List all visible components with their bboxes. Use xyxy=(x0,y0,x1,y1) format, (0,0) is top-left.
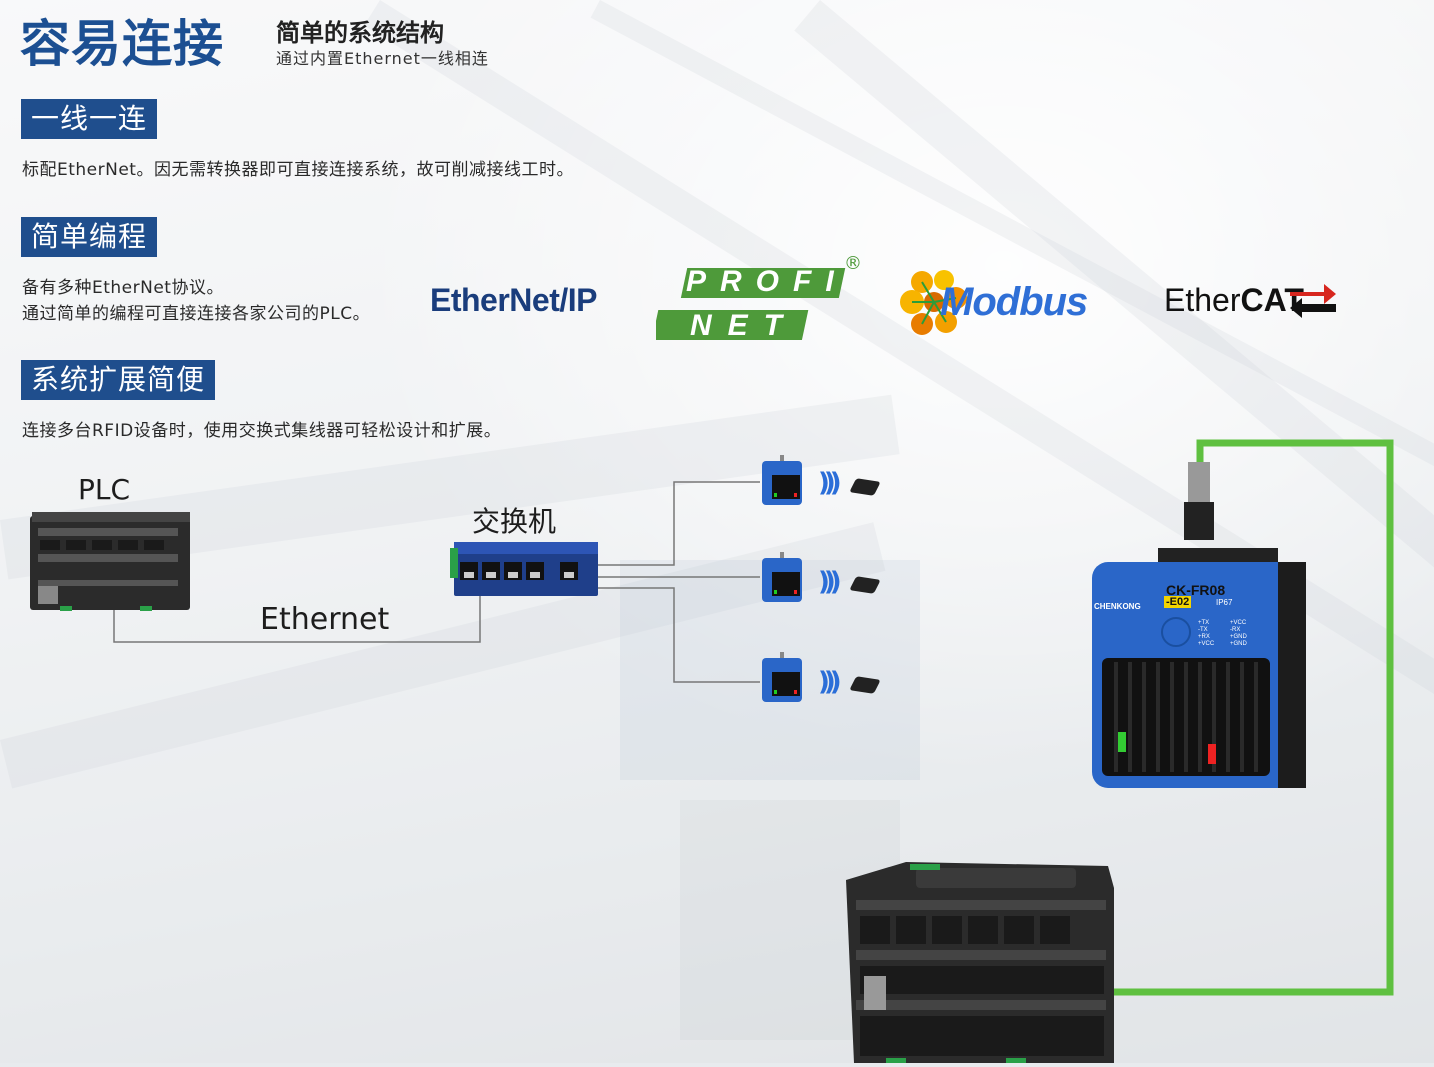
pin-label: +GND xyxy=(1230,634,1247,640)
modbus-text: Modbus xyxy=(940,280,1088,324)
subtitle-block: 简单的系统结构 通过内置Ethernet一线相连 xyxy=(276,18,489,70)
desc-line-2: 通过简单的编程可直接连接各家公司的PLC。 xyxy=(22,304,371,324)
ethernet-label: Ethernet xyxy=(260,602,390,637)
rfid-pin-list-2: +VCC -RX +GND +GND xyxy=(1230,620,1247,648)
rfid-brand-text: CHENKONG xyxy=(1094,602,1141,611)
pin-label: +VCC xyxy=(1230,620,1247,626)
switch-label: 交换机 xyxy=(472,505,557,538)
rfid-reader-large-shape xyxy=(1092,462,1306,788)
profinet-logo: PROFI NET ® xyxy=(651,253,866,347)
rfid-suffix-text: -E02 xyxy=(1164,596,1192,608)
wireless-waves-icon: ))) xyxy=(818,667,842,697)
rfid-reader-large-image: CK-FR08 -E02 IP67 CHENKONG +TX -TX +RX +… xyxy=(1088,462,1310,792)
desc-line-1: 备有多种EtherNet协议。 xyxy=(22,278,224,298)
plc-device-image xyxy=(30,510,192,612)
plc-device-shape xyxy=(30,512,190,611)
modbus-logo: Modbus xyxy=(900,268,1130,340)
rfid-reader-small-shape xyxy=(762,552,802,602)
rfid-pin-list: +TX -TX +RX +VCC xyxy=(1198,620,1214,648)
wireless-waves-icon: ))) xyxy=(818,567,842,597)
badge-easy-expansion: 系统扩展简便 xyxy=(21,360,216,400)
ethercat-text-cat: CAT xyxy=(1240,282,1304,318)
profinet-top-text: PROFI xyxy=(686,265,848,298)
desc-easy-expansion: 连接多台RFID设备时，使用交换式集线器可轻松设计和扩展。 xyxy=(22,421,502,441)
plc-large-shape xyxy=(846,862,1114,1063)
rfid-reader-small-shape xyxy=(762,652,802,702)
pin-label: -TX xyxy=(1198,627,1208,633)
pin-label: -RX xyxy=(1230,627,1241,633)
modbus-flower-icon xyxy=(900,270,967,335)
registered-mark: ® xyxy=(844,253,862,274)
subtitle: 简单的系统结构 xyxy=(276,19,444,47)
profinet-bottom-text: NET xyxy=(690,309,798,342)
pin-label: +TX xyxy=(1198,620,1210,626)
pin-label: +RX xyxy=(1198,634,1210,640)
pin-label: +VCC xyxy=(1198,641,1215,647)
main-title: 容易连接 xyxy=(20,15,224,73)
pin-label: +GND xyxy=(1230,641,1247,647)
rfid-ip-text: IP67 xyxy=(1216,598,1233,607)
plc-large-image xyxy=(846,860,1116,1063)
ethercat-arrow-icon xyxy=(1290,284,1336,318)
ethernetip-logo: EtherNet/IP xyxy=(430,282,597,318)
switch-device-image xyxy=(450,538,600,598)
rfid-reader-small-1 xyxy=(760,455,804,507)
plc-label: PLC xyxy=(78,473,131,506)
rfid-reader-small-2 xyxy=(760,552,804,604)
desc-one-cable: 标配EtherNet。因无需转换器即可直接连接系统，故可削减接线工时。 xyxy=(22,160,574,180)
ethercat-text-ether: Ether xyxy=(1164,282,1241,318)
switch-device-shape xyxy=(450,542,598,596)
badge-easy-programming: 简单编程 xyxy=(21,217,158,257)
profinet-logo-shape xyxy=(651,268,846,340)
rfid-reader-small-3 xyxy=(760,652,804,704)
badge-one-cable: 一线一连 xyxy=(21,99,158,139)
wireless-waves-icon: ))) xyxy=(818,468,842,498)
rfid-model-text: CK-FR08 xyxy=(1166,582,1226,598)
rfid-reader-small-shape xyxy=(762,455,802,505)
desc-easy-programming: 备有多种EtherNet协议。 通过简单的编程可直接连接各家公司的PLC。 xyxy=(22,275,370,327)
ethercat-logo: EtherCAT xyxy=(1164,282,1339,330)
subtitle-desc: 通过内置Ethernet一线相连 xyxy=(276,49,489,68)
